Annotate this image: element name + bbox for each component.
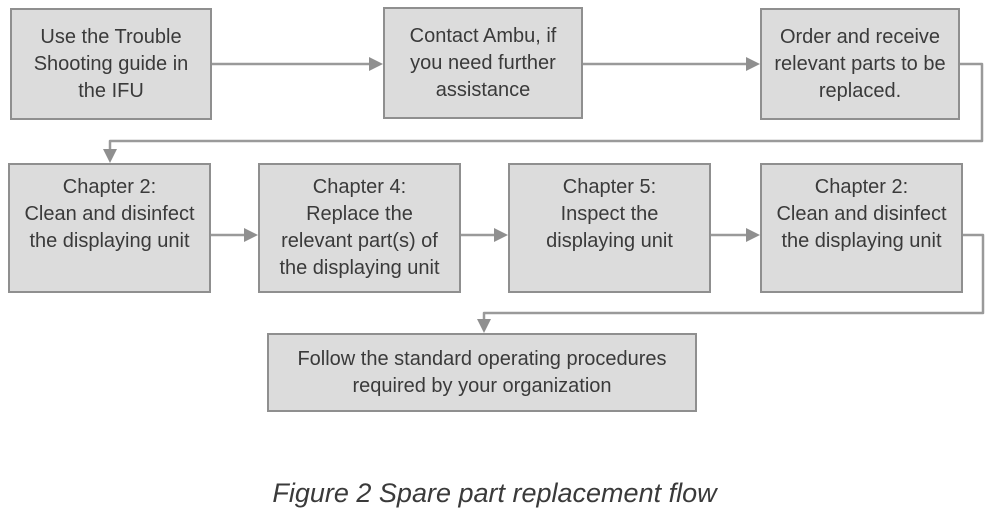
- arrowhead-clean: [103, 149, 117, 163]
- arrowhead-inspect: [494, 228, 508, 242]
- arrowhead-clean2: [746, 228, 760, 242]
- flow-node-order-parts: Order and receive relevant parts to be r…: [760, 8, 960, 120]
- flow-node-replace-parts: Chapter 4: Replace the relevant part(s) …: [258, 163, 461, 293]
- arrowhead-order: [746, 57, 760, 71]
- flow-node-contact-ambu: Contact Ambu, if you need further assist…: [383, 7, 583, 119]
- arrowhead-replace: [244, 228, 258, 242]
- flow-node-inspect-unit: Chapter 5: Inspect the displaying unit: [508, 163, 711, 293]
- flow-node-clean-after: Chapter 2: Clean and disinfect the displ…: [760, 163, 963, 293]
- arrowhead-contact: [369, 57, 383, 71]
- flow-node-follow-sop: Follow the standard operating procedures…: [267, 333, 697, 412]
- arrowhead-sop: [477, 319, 491, 333]
- figure-caption: Figure 2 Spare part replacement flow: [272, 478, 717, 508]
- flow-node-troubleshoot: Use the Trouble Shooting guide in the IF…: [10, 8, 212, 120]
- flow-node-clean-before: Chapter 2: Clean and disinfect the displ…: [8, 163, 211, 293]
